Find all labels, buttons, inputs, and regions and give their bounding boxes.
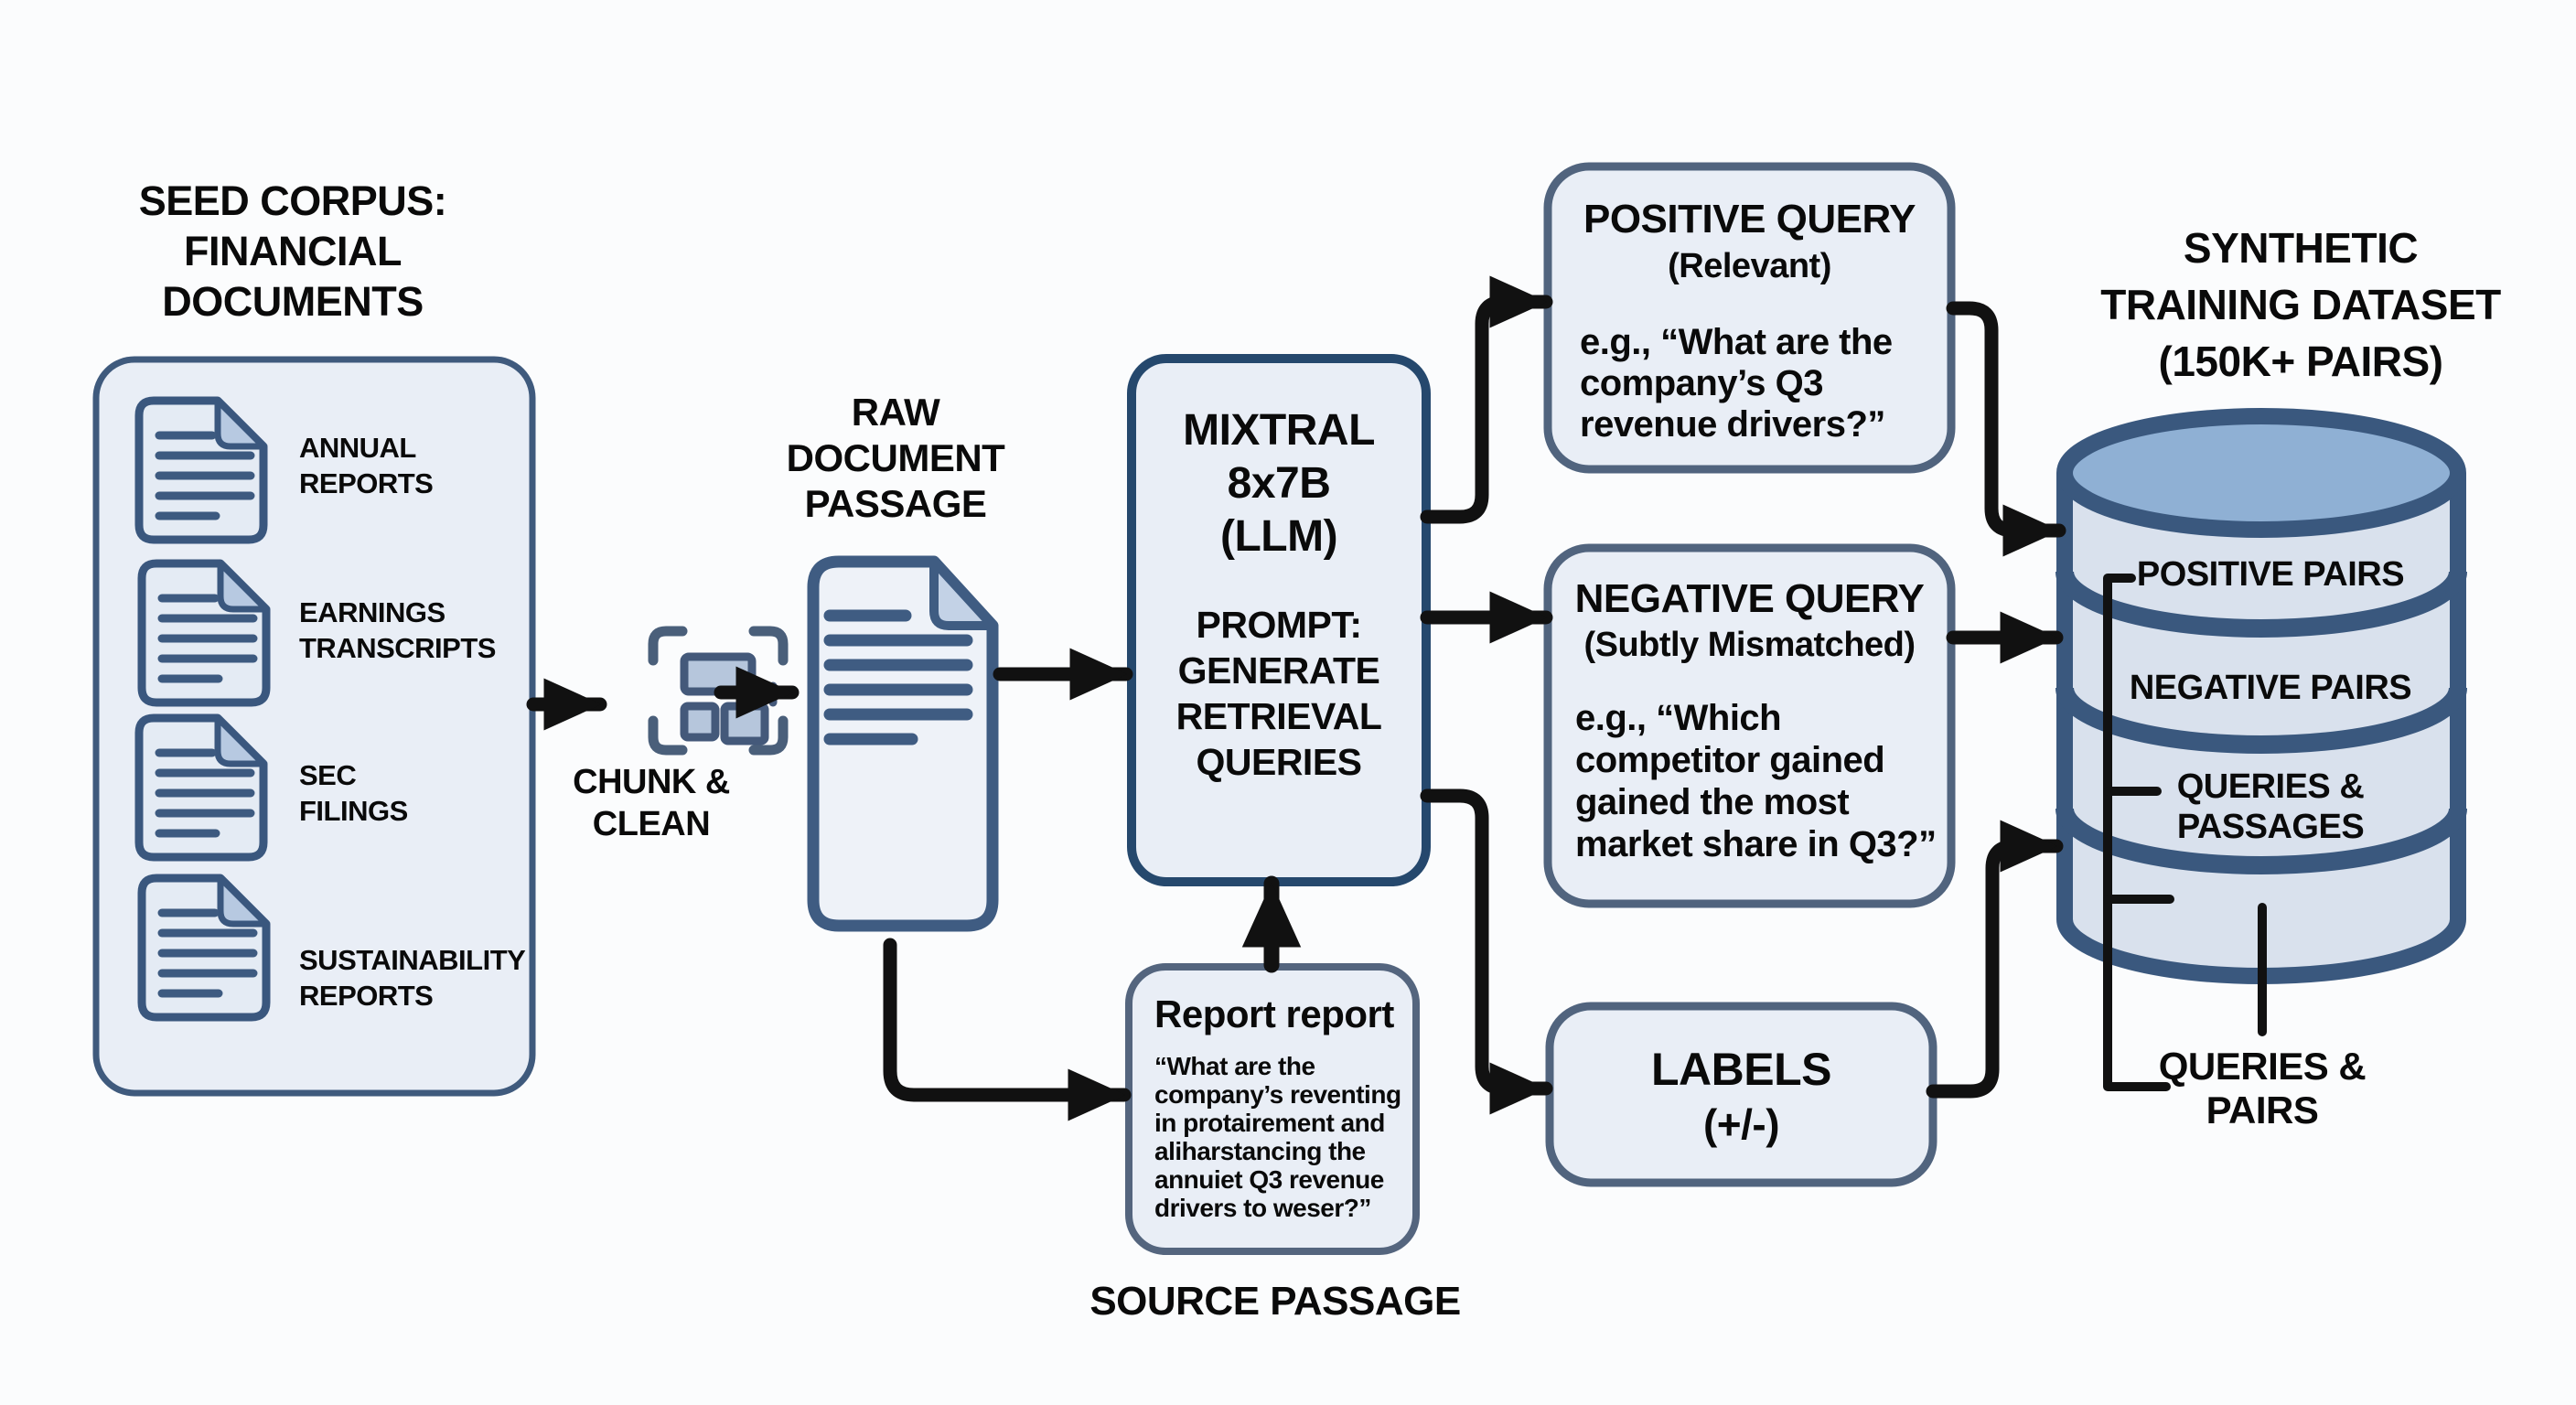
database-cylinder-icon [2055,408,2467,984]
arrow-passage-to-source [883,938,1132,1121]
labels-subtitle: (+/-) [1702,1100,1780,1148]
chunk-clean-label: CHUNK & CLEAN [573,763,730,843]
negative-query-example: e.g., “Which competitor gained gained th… [1575,698,1937,864]
source-passage-heading: Report report [1154,992,1394,1035]
labels-title: LABELS [1651,1044,1832,1095]
llm-prompt: PROMPT: GENERATE RETRIEVAL QUERIES [1175,604,1382,783]
positive-query-example: e.g., “What are the company’s Q3 revenue… [1580,322,1893,445]
positive-query-subtitle: (Relevant) [1668,247,1831,285]
dataset-title: SYNTHETIC TRAINING DATASET (150K+ PAIRS) [2100,224,2501,385]
doc-label-sec-filings: SEC FILINGS [299,759,408,827]
dataset-layer-negative-pairs: NEGATIVE PAIRS [2129,669,2412,707]
seed-corpus-title: SEED CORPUS: FINANCIAL DOCUMENTS [138,177,447,325]
raw-document-icon [807,555,999,932]
dataset-callout-queries-pairs: QUERIES & PAIRS [2158,1045,2367,1132]
dataset-layer-positive-pairs: POSITIVE PAIRS [2136,555,2405,594]
negative-query-box [1543,543,1956,908]
source-passage-caption: SOURCE PASSAGE [1089,1279,1461,1324]
arrow-llm-to-positive [1420,275,1553,524]
arrow-labels-to-dataset [1926,820,2064,1099]
positive-query-title: POSITIVE QUERY [1583,197,1916,241]
raw-document-passage-label: RAW DOCUMENT PASSAGE [786,391,1005,525]
doc-label-sustainability-reports: SUSTAINABILITY REPORTS [299,944,526,1012]
dataset-callout-bracket [2103,574,2267,1091]
source-passage-body: “What are the company’s reventing in pro… [1154,1052,1401,1222]
llm-title: MIXTRAL 8x7B (LLM) [1183,406,1375,561]
positive-query-box [1543,162,1956,474]
negative-query-subtitle: (Subtly Mismatched) [1583,626,1916,664]
arrow-positive-to-dataset [1946,301,2066,557]
doc-label-earnings-transcripts: EARNINGS TRANSCRIPTS [299,596,496,664]
doc-label-annual-reports: ANNUAL REPORTS [299,432,434,499]
dataset-layer-queries-passages: QUERIES & PASSAGES [2176,767,2365,846]
negative-query-title: NEGATIVE QUERY [1574,576,1925,621]
arrow-llm-to-labels [1420,788,1553,1115]
